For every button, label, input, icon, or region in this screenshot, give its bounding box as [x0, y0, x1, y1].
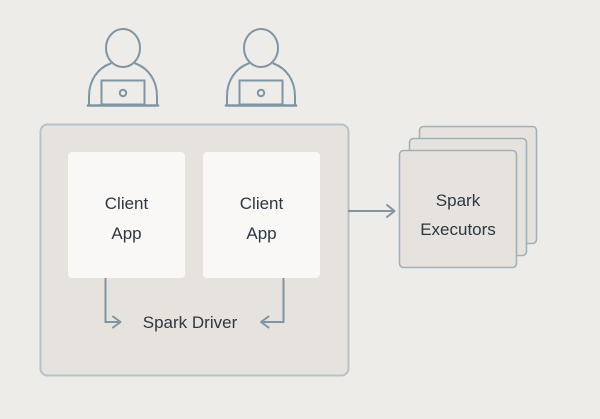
spark-executors-stack-box-1[interactable] — [398, 149, 518, 269]
client-app-card-2-line2: App — [246, 224, 276, 243]
laptop-screen-dot-icon — [118, 88, 128, 98]
spark-executors-label-line2: Executors — [420, 220, 496, 239]
spark-executors-label-line1: Spark — [436, 191, 481, 210]
spark-driver-label: Spark Driver — [143, 313, 238, 332]
laptop-screen-dot-icon — [256, 88, 266, 98]
person-head-icon — [243, 28, 279, 68]
user-2-icon-group — [224, 28, 298, 107]
laptop-screen-icon — [238, 79, 284, 106]
user-1-icon-group — [86, 28, 160, 107]
client-app-card-2-line1: Client — [240, 194, 284, 213]
laptop-screen-icon — [100, 79, 146, 106]
person-shoulders-icon — [88, 62, 158, 105]
person-head-icon — [105, 28, 141, 68]
arrow-client-app-1-to-driver — [104, 278, 122, 329]
client-app-card-2[interactable] — [203, 152, 320, 278]
client-app-card-1-line2: App — [111, 224, 141, 243]
person-shoulders-icon — [226, 62, 296, 105]
client-app-card-1-line1: Client — [105, 194, 149, 213]
client-app-card-1[interactable] — [68, 152, 185, 278]
arrow-driver-to-executors — [348, 204, 396, 218]
arrow-client-app-2-to-driver — [260, 278, 285, 329]
